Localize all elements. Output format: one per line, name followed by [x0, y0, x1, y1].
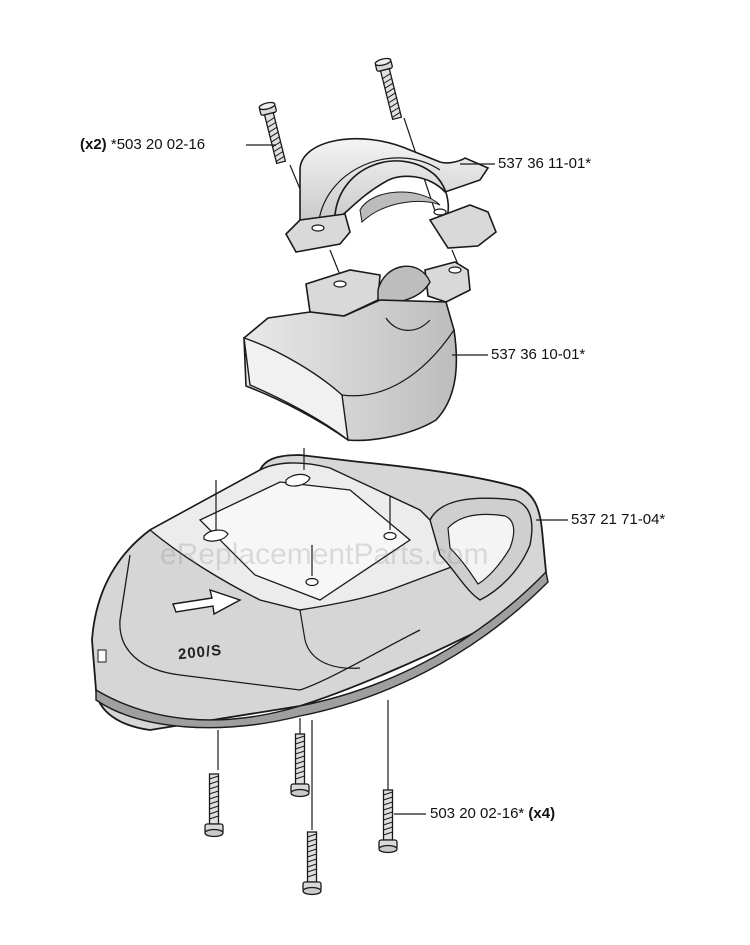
bottom-bolt-1 [204, 773, 224, 838]
bottom-bolt-3 [378, 789, 398, 854]
callout-top-bolt-qty: (x2) [80, 136, 107, 153]
top-bolt-left [257, 100, 290, 165]
bottom-bolt-4 [302, 831, 322, 896]
callout-top-bolt: (x2) *503 20 02-16 [80, 136, 205, 154]
trimmer-guard [91, 454, 549, 731]
direction-arrow [172, 588, 242, 616]
callout-top-bolt-part: *503 20 02-16 [110, 136, 206, 153]
callout-bottom-bolts-part: 503 20 02-16* [430, 805, 525, 822]
top-bolt-right [373, 56, 406, 121]
watermark-text: eReplacementParts.com [160, 538, 489, 571]
callout-bottom-bolts: 503 20 02-16* (x4) [430, 805, 555, 823]
bottom-bolt-2 [290, 733, 310, 798]
callout-upper-clamp: 537 36 11-01* [498, 155, 591, 173]
upper-clamp [285, 137, 497, 253]
callout-guard: 537 21 71-04* [571, 511, 665, 529]
callout-upper-clamp-part: 537 36 11-01* [498, 155, 592, 172]
lower-clamp [243, 261, 471, 442]
callout-lower-clamp: 537 36 10-01* [491, 346, 585, 364]
callout-bottom-bolts-qty: (x4) [528, 805, 556, 822]
callout-lower-clamp-part: 537 36 10-01* [491, 346, 586, 363]
callout-guard-part: 537 21 71-04* [571, 511, 666, 528]
